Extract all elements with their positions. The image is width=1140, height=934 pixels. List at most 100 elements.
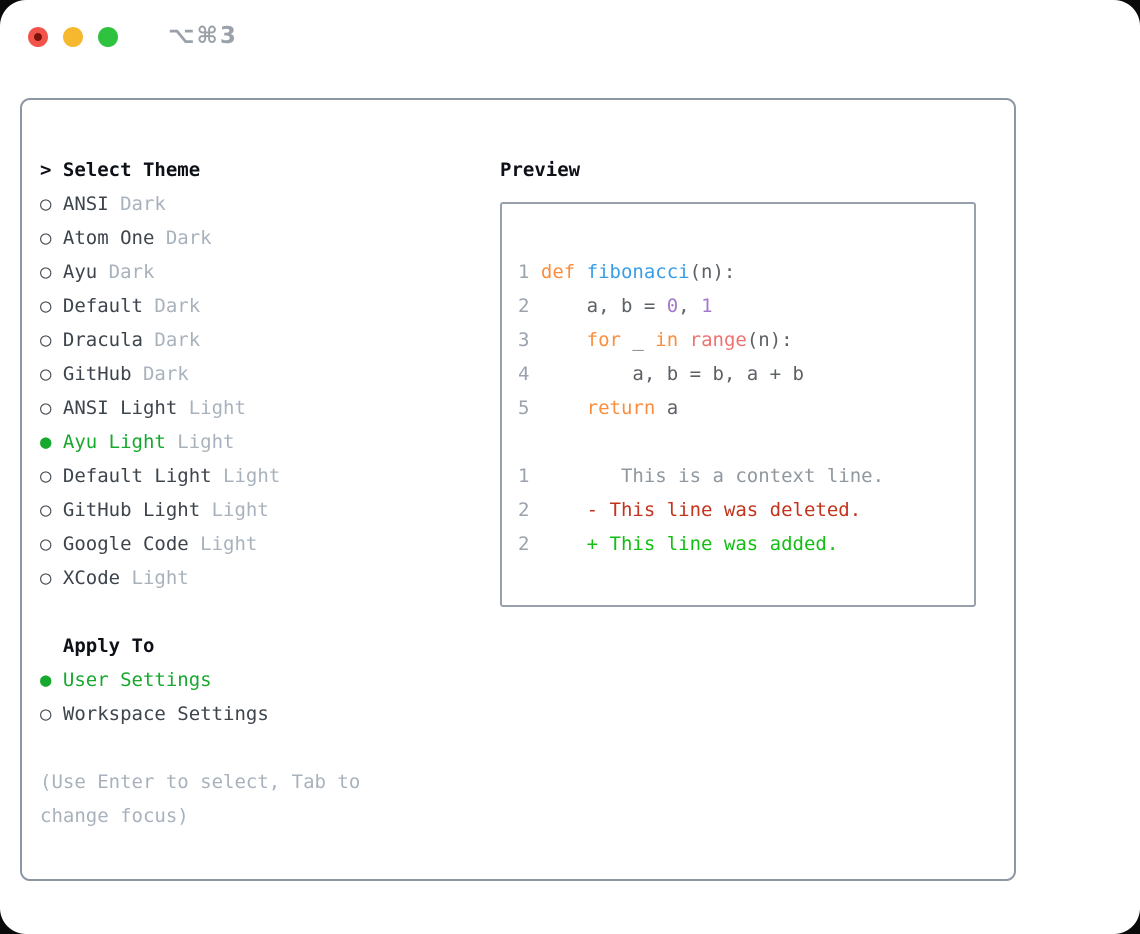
line-number [518, 425, 541, 459]
spacer [40, 595, 360, 629]
theme-variant: Dark [108, 261, 155, 283]
theme-name: GitHub [62, 363, 132, 385]
theme-variant: Light [188, 397, 246, 419]
apply-to-list: ●User Settings ○ Workspace Settings [40, 663, 360, 731]
radio-icon: ○ [40, 261, 52, 283]
code-token: + This line was added. [540, 533, 839, 555]
theme-list-item[interactable]: ○ Default Light Light [40, 459, 360, 493]
theme-list-item[interactable]: ○ Default Dark [40, 289, 360, 323]
code-line: 5 return a [518, 391, 974, 425]
radio-icon: ○ [40, 703, 52, 725]
code-token: a [655, 397, 679, 419]
code-token: 1 [701, 295, 713, 317]
theme-name: Default [62, 295, 143, 317]
code-token: (n): [746, 329, 793, 351]
theme-list-item[interactable]: ○ ANSI Light Light [40, 391, 360, 425]
code-token: _ [620, 329, 656, 351]
code-token [678, 323, 689, 357]
theme-variant: Dark [142, 363, 189, 385]
apply-to-title: Apply To [62, 635, 155, 657]
theme-name: Default Light [62, 465, 212, 487]
traffic-lights [28, 27, 118, 47]
code-line: 1 This is a context line. [518, 459, 974, 493]
theme-name: ANSI Light [62, 397, 178, 419]
radio-icon: ○ [40, 499, 52, 521]
radio-icon: ○ [40, 329, 52, 351]
code-token: - This line was deleted. [540, 499, 862, 521]
theme-list-item[interactable]: ● Ayu Light Light [40, 425, 360, 459]
apply-to-label: Workspace Settings [62, 703, 269, 725]
line-number: 4 [518, 363, 530, 385]
theme-name: ANSI [62, 193, 109, 215]
theme-list-item[interactable]: ○ GitHub Dark [40, 357, 360, 391]
radio-icon: ○ [40, 363, 52, 385]
code-token: This is a context line. [540, 465, 885, 487]
theme-name: Dracula [62, 329, 143, 351]
code-token: a, b = [540, 295, 667, 317]
theme-variant: Dark [165, 227, 212, 249]
theme-name: Ayu [62, 261, 98, 283]
code-line: 4 a, b = b, a + b [518, 357, 974, 391]
close-button[interactable] [28, 27, 48, 47]
code-line: 3 for _ in range(n): [518, 323, 974, 357]
code-line: 2 + This line was added. [518, 527, 974, 561]
apply-to-option[interactable]: ●User Settings [40, 663, 360, 697]
apply-to-label: User Settings [62, 669, 212, 691]
apply-to-option[interactable]: ○ Workspace Settings [40, 697, 360, 731]
theme-variant: Light [177, 431, 235, 453]
theme-list-item[interactable]: ○ Ayu Dark [40, 255, 360, 289]
minimize-button[interactable] [63, 27, 83, 47]
code-line: 2 - This line was deleted. [518, 493, 974, 527]
code-token: 0 [666, 295, 679, 317]
code-token: return [586, 397, 656, 419]
radio-icon: ○ [40, 193, 52, 215]
line-number: 2 [518, 533, 530, 555]
spacer [40, 731, 360, 765]
line-number: 1 [518, 261, 530, 283]
line-number: 2 [518, 295, 530, 317]
theme-name: Ayu Light [62, 431, 166, 453]
code-token: in [655, 329, 679, 351]
code-token: a, b = b, a + b [540, 363, 804, 385]
theme-variant: Light [211, 499, 269, 521]
code-line: 2 a, b = 0, 1 [518, 289, 974, 323]
radio-icon: ○ [40, 465, 52, 487]
theme-variant: Dark [154, 329, 201, 351]
radio-icon: ○ [40, 397, 52, 419]
line-number: 5 [518, 397, 530, 419]
theme-variant: Light [223, 465, 281, 487]
theme-list-item[interactable]: ○ ANSI Dark [40, 187, 360, 221]
code-token: , [678, 295, 702, 317]
close-dot-icon [34, 33, 42, 41]
theme-variant: Light [200, 533, 258, 555]
line-number: 1 [518, 465, 530, 487]
apply-to-indent [40, 629, 63, 663]
theme-name: Atom One [62, 227, 155, 249]
code-token: range [689, 329, 747, 351]
code-token: (n): [689, 261, 736, 283]
prompt-icon: > [40, 159, 52, 181]
theme-variant: Dark [154, 295, 201, 317]
theme-list-item[interactable]: ○ Atom One Dark [40, 221, 360, 255]
hint-line-2: change focus) [40, 805, 189, 827]
line-number: 3 [518, 329, 530, 351]
zoom-button[interactable] [98, 27, 118, 47]
hint-line-1: (Use Enter to select, Tab to [40, 771, 361, 793]
code-token [575, 255, 586, 289]
theme-name: Google Code [62, 533, 189, 555]
radio-icon: ○ [40, 295, 52, 317]
radio-selected-icon: ● [40, 431, 52, 453]
theme-variant: Dark [120, 193, 166, 215]
select-theme-title: Select Theme [62, 159, 201, 181]
preview-title: Preview [500, 159, 581, 181]
radio-icon: ○ [40, 227, 52, 249]
theme-list-item[interactable]: ○ Dracula Dark [40, 323, 360, 357]
code-line [518, 425, 974, 459]
